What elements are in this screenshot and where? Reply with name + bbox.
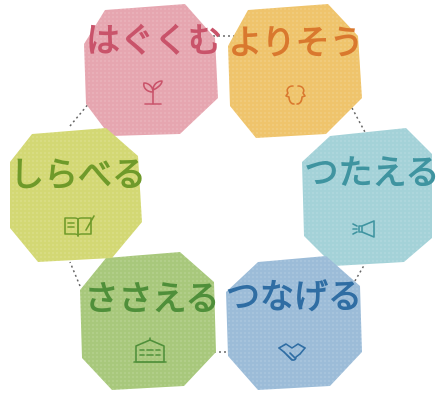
node-shiraberu: しらべる	[10, 128, 146, 262]
node-tsunageru: つなげる	[226, 256, 362, 390]
node-texture	[10, 128, 142, 262]
node-sasaeru: ささえる	[80, 252, 219, 390]
node-label: ささえる	[85, 279, 220, 319]
node-label: よりそう	[228, 23, 363, 63]
node-texture	[302, 128, 432, 266]
connector-line	[69, 261, 81, 287]
node-label: はぐくむ	[86, 21, 222, 61]
node-label: つなげる	[226, 277, 362, 317]
building-icon	[133, 337, 167, 363]
connector-line	[69, 101, 91, 127]
megaphone-icon	[352, 220, 375, 238]
node-texture	[80, 252, 216, 390]
node-texture	[84, 4, 218, 136]
connector-line	[351, 107, 367, 135]
node-tsutaeru: つたえる	[302, 128, 436, 266]
node-texture	[226, 256, 362, 390]
book-pen-icon	[64, 215, 95, 237]
node-hagukumu: はぐくむ	[84, 4, 222, 136]
node-texture	[228, 4, 362, 138]
sprout-icon	[143, 80, 163, 105]
node-yorisou: よりそう	[228, 4, 364, 138]
handshake-icon	[278, 343, 306, 361]
node-label: しらべる	[10, 155, 146, 195]
two-faces-icon	[285, 85, 306, 105]
node-label: つたえる	[305, 153, 436, 193]
